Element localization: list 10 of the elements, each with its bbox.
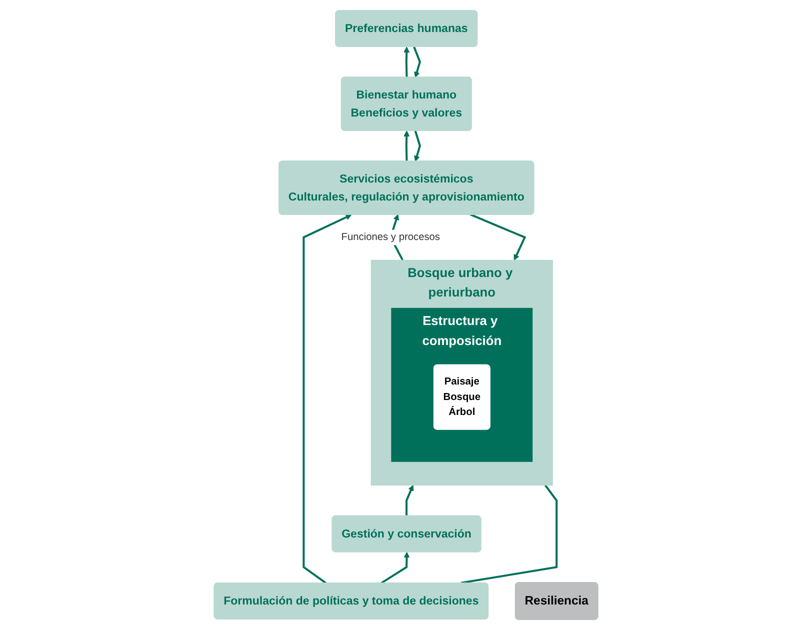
arrow <box>403 130 410 161</box>
arrow <box>412 46 420 78</box>
connector <box>460 484 558 584</box>
edge-label: Funciones y procesos <box>340 230 440 242</box>
arrow <box>414 130 420 162</box>
arrow <box>403 46 410 77</box>
arrow <box>469 213 526 260</box>
arrow <box>405 484 414 516</box>
arrow <box>302 214 352 584</box>
arrow <box>380 551 410 584</box>
